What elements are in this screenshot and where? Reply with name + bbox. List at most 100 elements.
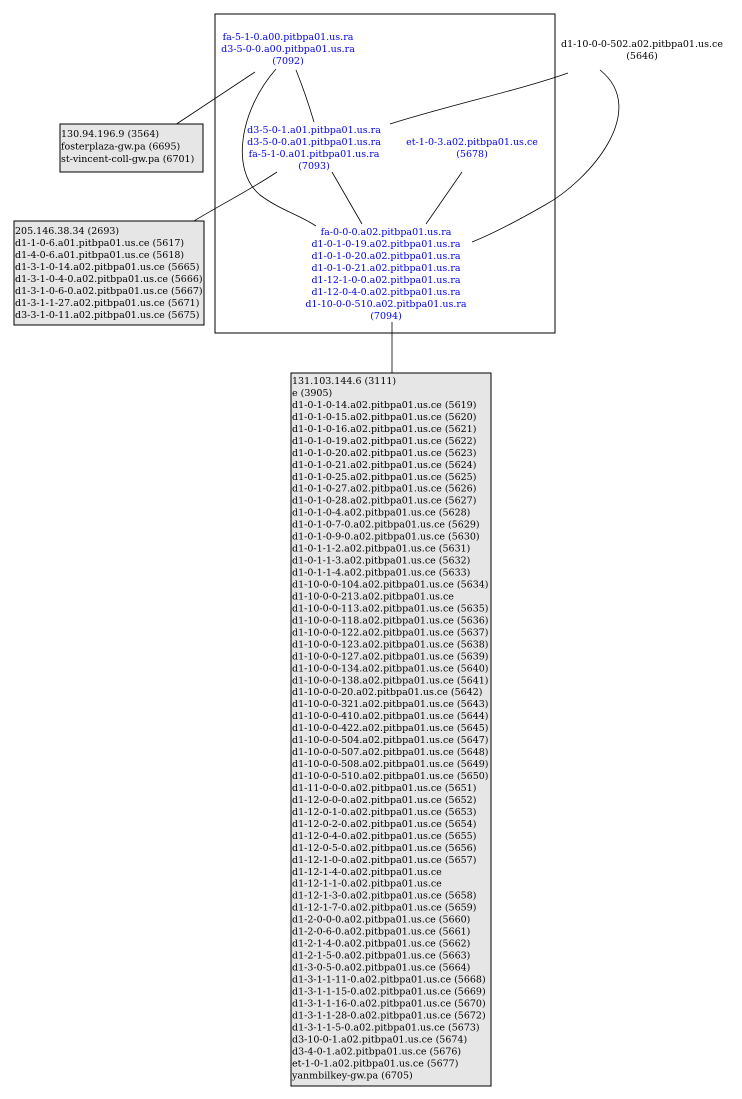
bottom-node-line: d1-12-0-4-0.a02.pitbpa01.us.ra — [311, 287, 460, 298]
box-c-line: d1-11-0-0-0.a02.pitbpa01.us.ce (5651) — [292, 783, 476, 794]
box-b-line: d1-3-1-0-14.a02.pitbpa01.us.ce (5665) — [15, 262, 199, 273]
box-a-line: st-vincent-coll-gw.pa (6701) — [61, 154, 194, 165]
right-node-line: d1-10-0-0-502.a02.pitbpa01.us.ce — [561, 39, 723, 50]
box-c-line: d1-10-0-0-104.a02.pitbpa01.us.ce (5634) — [292, 579, 489, 590]
right-node-line: (5646) — [626, 51, 658, 62]
box-c-line: d1-0-1-0-15.a02.pitbpa01.us.ce (5620) — [292, 412, 476, 423]
box-a-line: 130.94.196.9 (3564) — [61, 129, 159, 140]
bottom-node-line: (7094) — [370, 311, 402, 322]
box-c-line: et-1-0-1.a02.pitbpa01.us.ce (5677) — [292, 1058, 458, 1069]
edge-et-to-bottom — [425, 171, 463, 225]
node-7093[interactable]: d3-5-0-1.a01.pitbpa01.us.rad3-5-0-0.a01.… — [247, 125, 381, 172]
box-c-line: d1-3-1-1-28-0.a02.pitbpa01.us.ce (5672) — [292, 1010, 486, 1021]
mid-node-line: d3-5-0-0.a01.pitbpa01.us.ra — [247, 137, 381, 148]
box-c-line: d1-10-0-0-127.a02.pitbpa01.us.ce (5639) — [292, 651, 489, 662]
edge-top-to-mid — [295, 69, 315, 123]
box-c-line: d1-12-1-0-0.a02.pitbpa01.us.ce (5657) — [292, 855, 476, 866]
box-c-line: d1-12-1-3-0.a02.pitbpa01.us.ce (5658) — [292, 891, 476, 902]
box-b-line: d1-3-1-0-6-0.a02.pitbpa01.us.ce (5667) — [15, 286, 203, 297]
top-node-line: (7092) — [272, 56, 304, 67]
box-b-line: d3-3-1-0-11.a02.pitbpa01.us.ce (5675) — [15, 310, 199, 321]
cluster-frame — [214, 13, 556, 334]
box-c-line: d1-0-1-0-21.a02.pitbpa01.us.ce (5624) — [292, 460, 476, 471]
box-c-line: d1-12-0-2-0.a02.pitbpa01.us.ce (5654) — [292, 819, 476, 830]
node-5646[interactable]: d1-10-0-0-502.a02.pitbpa01.us.ce(5646) — [561, 39, 723, 62]
top-node-line: d3-5-0-0.a00.pitbpa01.us.ra — [221, 44, 355, 55]
box-c-line: d1-10-0-0-118.a02.pitbpa01.us.ce (5636) — [292, 615, 489, 626]
box-c-line: d1-10-0-0-122.a02.pitbpa01.us.ce (5637) — [292, 627, 489, 638]
edges — [174, 68, 620, 373]
box-b-frame — [13, 220, 205, 326]
box-c-line: d1-12-0-5-0.a02.pitbpa01.us.ce (5656) — [292, 843, 476, 854]
box-c-line: d1-12-1-7-0.a02.pitbpa01.us.ce (5659) — [292, 903, 476, 914]
bottom-node-line: d1-0-1-0-20.a02.pitbpa01.us.ra — [311, 251, 460, 262]
box-c-line: yanmbilkey-gw.pa (6705) — [291, 1070, 413, 1081]
box-c-line: d1-10-0-0-20.a02.pitbpa01.us.ce (5642) — [292, 687, 482, 698]
box-c-line: d1-3-0-5-0.a02.pitbpa01.us.ce (5664) — [292, 963, 470, 974]
et-node-line: et-1-0-3.a02.pitbpa01.us.ce — [406, 137, 538, 148]
edge-mid-to-box-b — [193, 171, 278, 222]
box-c-line: d1-0-1-0-4.a02.pitbpa01.us.ce (5628) — [292, 508, 470, 519]
box-c-line: d1-12-0-0-0.a02.pitbpa01.us.ce (5652) — [292, 795, 476, 806]
bottom-node-line: d1-0-1-0-21.a02.pitbpa01.us.ra — [311, 263, 460, 274]
box-c-line: d1-10-0-0-410.a02.pitbpa01.us.ce (5644) — [292, 711, 489, 722]
box-c-line: d1-0-1-0-14.a02.pitbpa01.us.ce (5619) — [292, 400, 476, 411]
box-c-line: d1-0-1-0-25.a02.pitbpa01.us.ce (5625) — [292, 472, 476, 483]
box-c-line: d1-12-1-4-0.a02.pitbpa01.us.ce — [292, 867, 442, 878]
box-a-frame — [59, 123, 204, 173]
box-c-line: d1-0-1-0-19.a02.pitbpa01.us.ce (5622) — [292, 436, 476, 447]
mid-node-line: (7093) — [298, 161, 330, 172]
box-c-line: d1-12-0-4-0.a02.pitbpa01.us.ce (5655) — [292, 831, 476, 842]
edge-right-to-bottom — [471, 69, 620, 243]
box-c-line: d1-2-0-0-0.a02.pitbpa01.us.ce (5660) — [292, 915, 470, 926]
mid-node-line: d3-5-0-1.a01.pitbpa01.us.ra — [247, 125, 381, 136]
box-b-line: d1-3-1-0-4-0.a02.pitbpa01.us.ce (5666) — [15, 274, 203, 285]
box-c-line: d1-0-1-1-2.a02.pitbpa01.us.ce (5631) — [292, 544, 470, 555]
box-c-line: d1-10-0-0-134.a02.pitbpa01.us.ce (5640) — [292, 663, 489, 674]
box-c-line: d1-0-1-0-7-0.a02.pitbpa01.us.ce (5629) — [292, 520, 480, 531]
box-c-line: d1-0-1-0-20.a02.pitbpa01.us.ce (5623) — [292, 448, 476, 459]
node-7092[interactable]: fa-5-1-0.a00.pitbpa01.us.rad3-5-0-0.a00.… — [221, 32, 355, 67]
node-5678[interactable]: et-1-0-3.a02.pitbpa01.us.ce(5678) — [406, 137, 538, 160]
box-c-line: d1-2-0-6-0.a02.pitbpa01.us.ce (5661) — [292, 927, 470, 938]
bottom-node-line: d1-10-0-0-510.a02.pitbpa01.us.ra — [305, 299, 466, 310]
box-c-line: d1-0-1-1-3.a02.pitbpa01.us.ce (5632) — [292, 556, 470, 567]
mid-node-line: fa-5-1-0.a01.pitbpa01.us.ra — [249, 149, 380, 160]
box-c-line: d1-10-0-0-321.a02.pitbpa01.us.ce (5643) — [292, 699, 489, 710]
box-b-line: d1-1-0-6.a01.pitbpa01.us.ce (5617) — [15, 238, 184, 249]
box-c-line: d1-0-1-1-4.a02.pitbpa01.us.ce (5633) — [292, 568, 470, 579]
node-7094[interactable]: fa-0-0-0.a02.pitbpa01.us.rad1-0-1-0-19.a… — [305, 227, 466, 322]
edge-mid-to-bottom — [331, 171, 363, 225]
edge-top-to-box-a — [174, 71, 256, 126]
box-c-line: d3-4-0-1.a02.pitbpa01.us.ce (5676) — [292, 1046, 461, 1057]
top-node-line: fa-5-1-0.a00.pitbpa01.us.ra — [223, 32, 354, 43]
box-c-line: d1-2-1-5-0.a02.pitbpa01.us.ce (5663) — [292, 951, 470, 962]
box-b-list: 205.146.38.34 (2693)d1-1-0-6.a01.pitbpa0… — [15, 226, 203, 321]
box-a-list: 130.94.196.9 (3564)fosterplaza-gw.pa (66… — [61, 129, 194, 165]
box-c-line: d1-10-0-0-113.a02.pitbpa01.us.ce (5635) — [292, 603, 489, 614]
box-c-line: d1-0-1-0-28.a02.pitbpa01.us.ce (5627) — [292, 496, 476, 507]
box-b-line: d1-4-0-6.a01.pitbpa01.us.ce (5618) — [15, 250, 184, 261]
box-c-line: d1-0-1-0-16.a02.pitbpa01.us.ce (5621) — [292, 424, 476, 435]
box-c-line: d1-10-0-0-123.a02.pitbpa01.us.ce (5638) — [292, 639, 489, 650]
bottom-node-line: d1-12-1-0-0.a02.pitbpa01.us.ra — [311, 275, 460, 286]
box-c-line: d1-3-1-1-15-0.a02.pitbpa01.us.ce (5669) — [292, 986, 486, 997]
box-c-line: d1-12-0-1-0.a02.pitbpa01.us.ce (5653) — [292, 807, 476, 818]
box-c-list: 131.103.144.6 (3111)e (3905)d1-0-1-0-14.… — [291, 376, 489, 1081]
box-c-line: d1-10-0-0-422.a02.pitbpa01.us.ce (5645) — [292, 723, 489, 734]
box-c-line: d1-10-0-0-138.a02.pitbpa01.us.ce (5641) — [292, 675, 489, 686]
edge-right-to-mid — [389, 72, 569, 125]
box-c-line: d1-0-1-0-27.a02.pitbpa01.us.ce (5626) — [292, 484, 476, 495]
box-c-line: d1-3-1-1-16-0.a02.pitbpa01.us.ce (5670) — [292, 998, 486, 1009]
box-c-line: d3-10-0-1.a02.pitbpa01.us.ce (5674) — [292, 1034, 467, 1045]
box-b-line: 205.146.38.34 (2693) — [15, 226, 119, 237]
box-c-frame — [290, 372, 492, 1087]
box-c-line: d1-10-0-0-507.a02.pitbpa01.us.ce (5648) — [292, 747, 489, 758]
box-c-line: d1-3-1-1-11-0.a02.pitbpa01.us.ce (5668) — [292, 975, 486, 986]
box-b-line: d1-3-1-1-27.a02.pitbpa01.us.ce (5671) — [15, 298, 199, 309]
box-c-line: d1-10-0-0-510.a02.pitbpa01.us.ce (5650) — [292, 771, 489, 782]
box-c-line: d1-10-0-0-504.a02.pitbpa01.us.ce (5647) — [292, 735, 489, 746]
box-c-line: d1-10-0-0-213.a02.pitbpa01.us.ce — [292, 591, 454, 602]
bottom-node-line: fa-0-0-0.a02.pitbpa01.us.ra — [321, 227, 452, 238]
